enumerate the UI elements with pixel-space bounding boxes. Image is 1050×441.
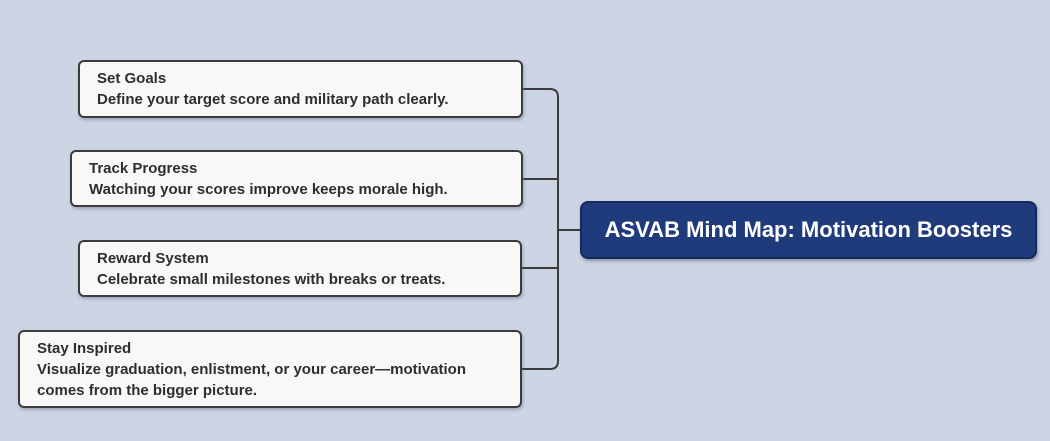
node-track-progress[interactable]: Track Progress Watching your scores impr… (70, 150, 523, 207)
node-description: Define your target score and military pa… (97, 91, 449, 108)
node-title: Track Progress (89, 159, 198, 177)
node-description: Watching your scores improve keeps moral… (89, 180, 448, 198)
node-reward-system[interactable]: Reward System Celebrate small milestones… (78, 240, 522, 297)
node-title: Set Goals (97, 70, 167, 87)
node-title: Reward System (97, 249, 209, 267)
node-description: Visualize graduation, enlistment, or you… (37, 360, 466, 399)
node-description: Celebrate small milestones with breaks o… (97, 270, 446, 288)
node-set-goals[interactable]: Set Goals Define your target score and m… (78, 60, 523, 118)
root-node[interactable]: ASVAB Mind Map: Motivation Boosters (580, 201, 1037, 259)
root-label: ASVAB Mind Map: Motivation Boosters (604, 217, 1013, 242)
node-stay-inspired[interactable]: Stay Inspired Visualize graduation, enli… (18, 330, 522, 408)
connector-spine-bracket (522, 88, 559, 370)
node-title: Stay Inspired (37, 339, 132, 357)
